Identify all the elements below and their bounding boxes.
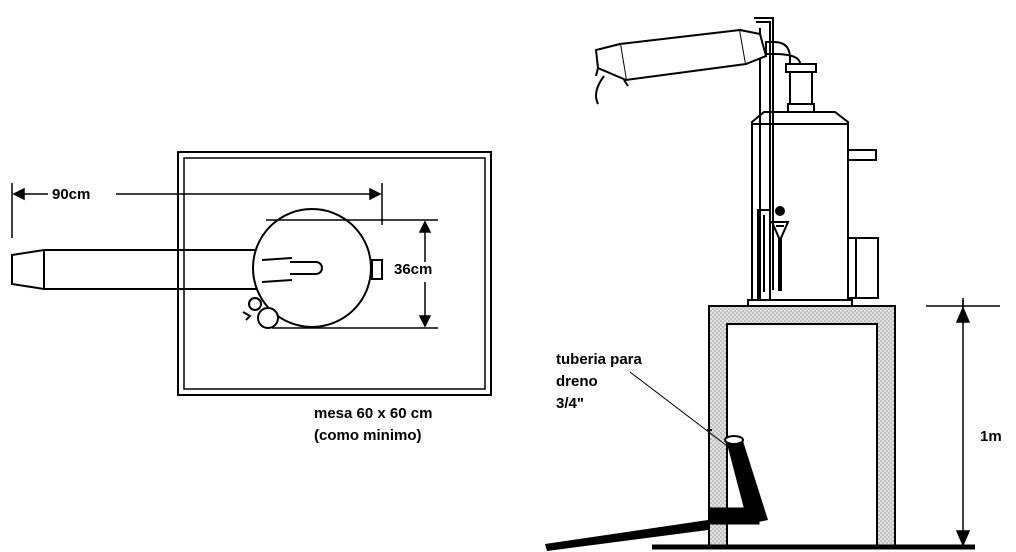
label-drain-pipe: tuberia para: [556, 351, 643, 368]
dimension-1m: [926, 298, 1000, 547]
label-drain-word: dreno: [556, 373, 598, 390]
table-outline: [177, 151, 492, 396]
vertical-pipes: [754, 17, 774, 300]
tube-plan: [11, 243, 291, 295]
vessel-plan: [242, 208, 383, 329]
vessel-neck: [765, 41, 817, 113]
label-36cm: 36cm: [394, 261, 432, 278]
drain-leader: [629, 371, 736, 453]
label-1m: 1m: [980, 428, 1002, 445]
vessel-body: [747, 111, 879, 307]
label-table-minimum: (como minimo): [314, 427, 422, 444]
condenser: [594, 28, 768, 105]
dimension-36cm: [266, 219, 438, 329]
label-90cm: 90cm: [52, 186, 90, 203]
plan-view: [11, 151, 492, 396]
label-table-size: mesa 60 x 60 cm: [314, 405, 432, 422]
dimension-90cm: [11, 183, 383, 238]
drain-pipe: [545, 429, 768, 551]
label-drain-size: 3/4": [556, 395, 584, 412]
side-view: [545, 17, 1000, 551]
